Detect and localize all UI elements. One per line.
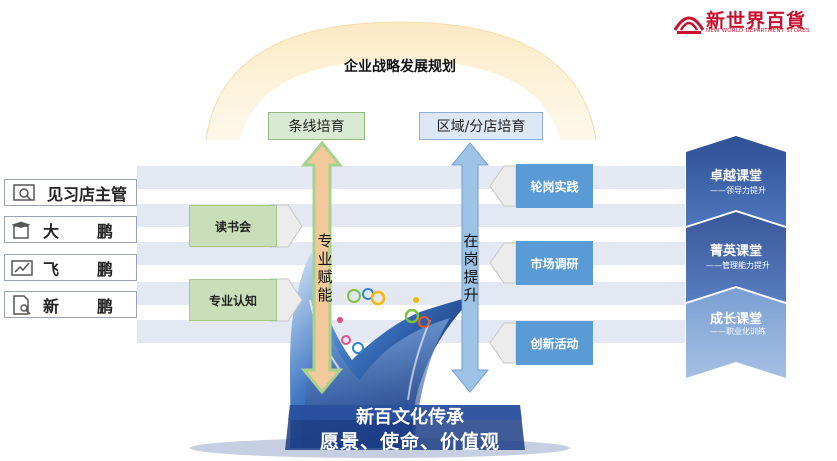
graduation-cap-icon	[11, 217, 35, 242]
empower-label: 专业赋能	[317, 232, 333, 304]
action-box: 轮岗实践	[516, 164, 593, 208]
action-box: 市场调研	[516, 241, 593, 285]
line-training-box: 条线培育	[268, 112, 365, 140]
chevron-elite	[686, 212, 786, 302]
growth-chart-icon	[11, 255, 35, 280]
chevron-growth	[686, 288, 786, 378]
level-feipeng: 飞鹏	[4, 254, 137, 281]
empower-arrow	[300, 140, 344, 395]
level-label: 飞鹏	[43, 259, 152, 279]
logo-subtitle: NEW WORLD DEPARTMENT STORES	[706, 28, 810, 34]
level-xinpeng: 新鹏	[4, 291, 137, 318]
course-title: 成长课堂	[709, 312, 762, 327]
onjob-arrow	[450, 142, 490, 393]
level-trainee-supervisor: 见习店主管	[4, 179, 137, 206]
level-dapeng: 大鹏	[4, 216, 137, 243]
level-label: 新鹏	[43, 296, 152, 316]
action-box: 创新活动	[516, 321, 593, 365]
reading-club-box: 读书会	[189, 205, 277, 247]
course-title: 卓越课堂	[709, 169, 762, 184]
course-subtitle: ——领导力提升	[710, 186, 766, 195]
course-subtitle: ——管理能力提升	[706, 261, 770, 270]
region-training-box: 区域/分店培育	[419, 112, 543, 140]
new-world-logo-icon	[673, 16, 705, 34]
arch-shape	[206, 22, 596, 140]
professional-cognition-box: 专业认知	[189, 279, 277, 321]
level-label: 见习店主管	[47, 184, 128, 204]
magnifier-chart-icon	[11, 180, 39, 205]
course-subtitle: ——职业化训练	[710, 327, 766, 336]
document-search-icon	[11, 292, 35, 317]
strategy-title: 企业战略发展规划	[344, 59, 456, 75]
logo-name: 新世界百貨	[706, 10, 807, 32]
course-title: 菁英课堂	[709, 244, 762, 259]
culture-title: 新百文化传承	[356, 407, 464, 428]
culture-values: 愿景、使命、价值观	[319, 431, 500, 453]
level-label: 大鹏	[43, 221, 152, 241]
chevron-excellence	[686, 136, 786, 226]
onjob-label: 在岗提升	[463, 232, 479, 304]
